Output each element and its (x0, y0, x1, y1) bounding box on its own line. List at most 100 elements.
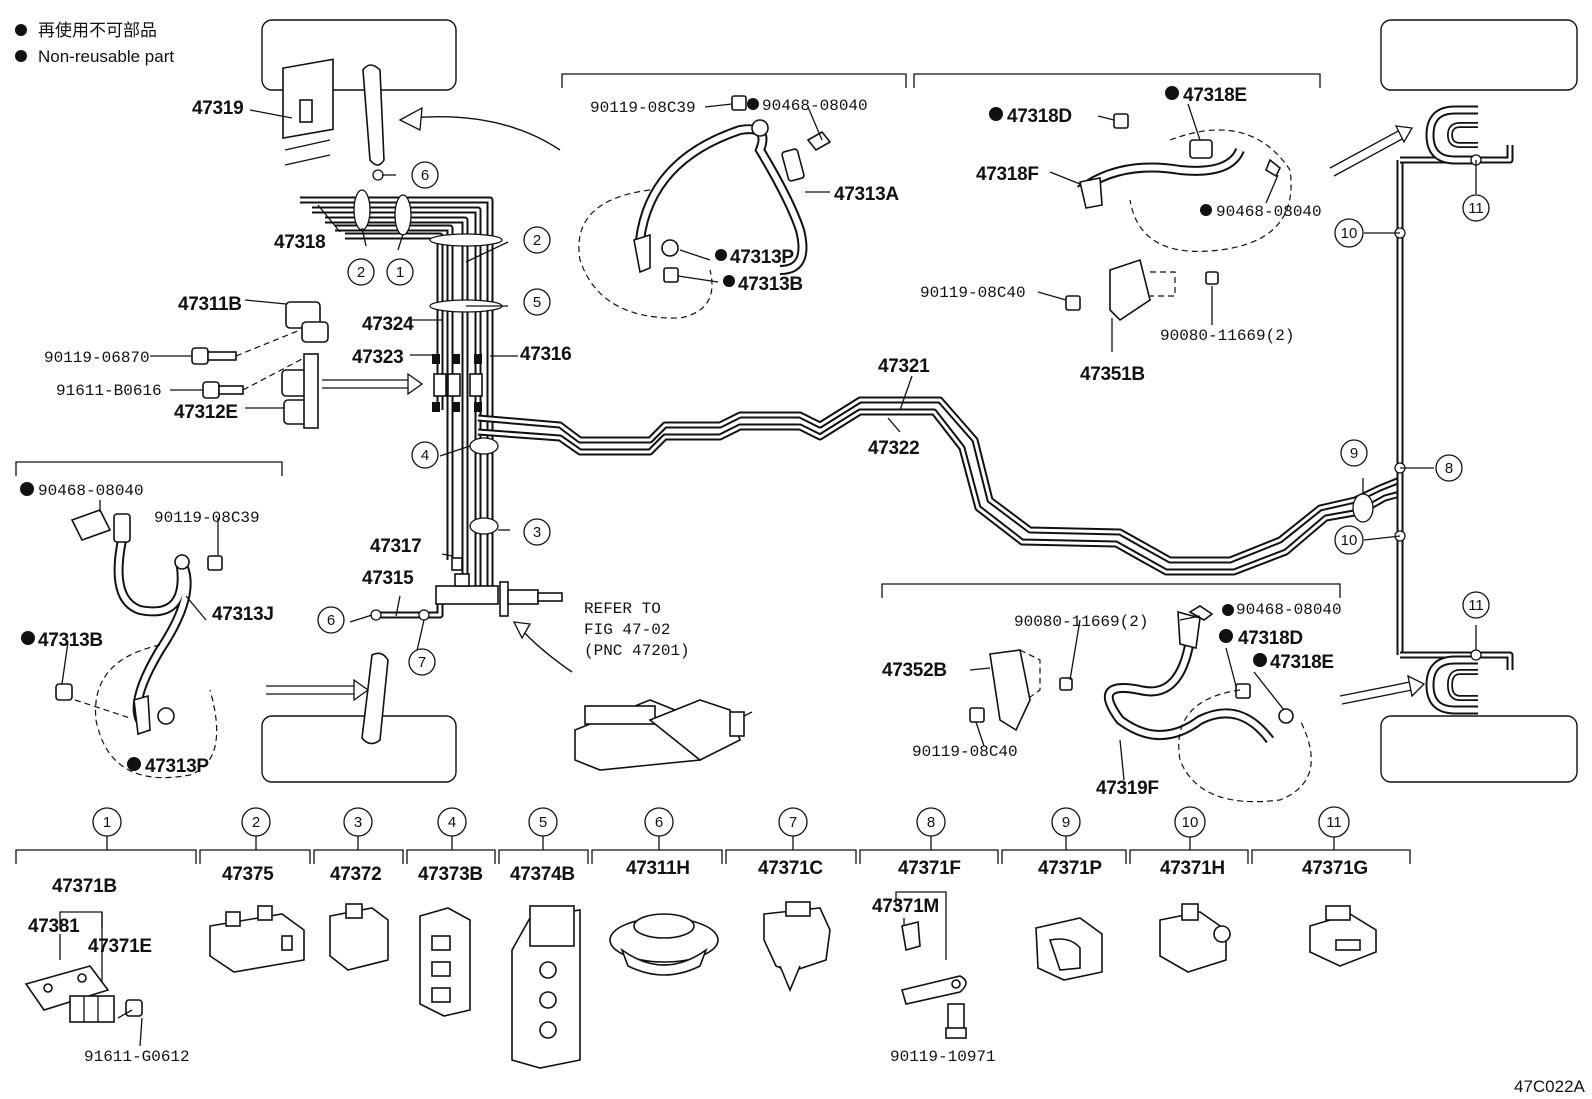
table-part-2: 47375 (222, 864, 274, 885)
label-47313P: 47313P (730, 247, 794, 268)
master-cylinder-connector (435, 557, 563, 617)
junction-blocks (432, 354, 483, 412)
table-header-10: 10 (1182, 814, 1199, 831)
callout-7: 7 (418, 654, 426, 671)
table-part-91611-G0612: 91611-G0612 (84, 1048, 190, 1066)
leader-dash (235, 329, 301, 357)
callout-10: 10 (1341, 532, 1358, 549)
callout-1: 1 (396, 264, 404, 281)
table-part-11: 47371G (1302, 858, 1368, 879)
label-90468-08040: 90468-08040 (38, 482, 144, 500)
clip-illustrations (24, 901, 1377, 1069)
legend: 再使用不可部品 Non-reusable part (15, 20, 174, 66)
placeholder-box-top-left (261, 19, 457, 91)
label-90468-08040: 90468-08040 (1216, 203, 1322, 221)
label-47311B: 47311B (178, 294, 242, 315)
hose-47313J (55, 509, 223, 736)
label-90119-08C39: 90119-08C39 (590, 99, 696, 117)
table-header-8: 8 (927, 814, 935, 831)
label-90119-08C40: 90119-08C40 (912, 743, 1018, 761)
label-47318D: 47318D (1238, 628, 1303, 649)
label-47323: 47323 (352, 347, 403, 368)
hose-bottom-left (361, 652, 389, 745)
callout-11: 11 (1468, 200, 1484, 217)
callout-6: 6 (421, 167, 429, 184)
label-47313B: 47313B (38, 630, 103, 651)
label-90468-08040: 90468-08040 (1236, 601, 1342, 619)
hose-47318F (1077, 113, 1282, 209)
part-47319 (282, 58, 334, 166)
callouts: 6 2 1 2 5 4 3 6 7 10 11 9 8 10 11 (317, 161, 1490, 676)
pipe-junction-dots (370, 154, 1482, 661)
non-reusable-dot-icon (15, 24, 27, 36)
non-reusable-dots (20, 86, 1267, 771)
hose-47319F (1103, 605, 1294, 744)
legend-jp: 再使用不可部品 (38, 20, 157, 40)
bracket-47351B (1065, 258, 1219, 322)
label-47316: 47316 (520, 344, 571, 365)
label-47313P: 47313P (145, 756, 209, 777)
label-47313A: 47313A (834, 184, 899, 205)
rear-brake-bottom (1425, 655, 1478, 715)
label-90119-08C40: 90119-08C40 (920, 284, 1026, 302)
bolt-90119-06870 (191, 347, 237, 365)
placeholder-box-top-right (1380, 19, 1578, 91)
table-part-90119-10971: 90119-10971 (890, 1048, 996, 1066)
bracket-top-center (561, 73, 907, 88)
legend-en: Non-reusable part (38, 47, 174, 66)
table-header-7: 7 (789, 814, 797, 831)
label-47318E: 47318E (1270, 652, 1334, 673)
callout-2: 2 (357, 264, 365, 281)
callout-11: 11 (1468, 597, 1484, 614)
label-47319: 47319 (192, 98, 243, 119)
hose-top-left (362, 64, 385, 166)
table-part-5: 47374B (510, 864, 575, 885)
label-47313B: 47313B (738, 274, 803, 295)
table-part-4: 47373B (418, 864, 483, 885)
refer-note-line-2: FIG 47-02 (584, 621, 670, 639)
callout-2: 2 (533, 232, 541, 249)
label-90119-08C39: 90119-08C39 (154, 509, 260, 527)
label-47321: 47321 (878, 356, 930, 377)
bracket-left (15, 461, 283, 476)
label-47318F: 47318F (976, 164, 1039, 185)
clip-table: 1 2 3 4 5 6 7 8 9 10 11 47371B 47375 473… (15, 806, 1411, 1066)
bracket-bottom-right (881, 583, 1341, 598)
label-90080-11669: 90080-11669(2) (1014, 613, 1148, 631)
part-labels: 47319 47318 47311B 90119-06870 91611-B06… (38, 85, 1342, 799)
hose-47313A (633, 95, 832, 283)
table-part-1: 47371B (52, 876, 117, 897)
table-part-47371E: 47371E (88, 936, 152, 957)
label-47317: 47317 (370, 536, 421, 557)
group-outline (1178, 689, 1312, 803)
bolt-91611-B0616 (202, 381, 244, 399)
label-47351B: 47351B (1080, 364, 1145, 385)
table-header-6: 6 (655, 814, 663, 831)
pipe-clamps (353, 189, 1374, 535)
leader-lines (61, 103, 1477, 781)
callout-9: 9 (1350, 445, 1358, 462)
rear-brake-top (1425, 105, 1478, 165)
figure-code: 47C022A (1514, 1077, 1586, 1096)
bracket-top-right (913, 73, 1321, 88)
callout-8: 8 (1445, 460, 1453, 477)
placeholder-box-bottom-left (261, 715, 457, 783)
table-part-9: 47371P (1038, 858, 1102, 879)
leader-dash (242, 357, 305, 391)
callout-6: 6 (327, 612, 335, 629)
table-header-3: 3 (354, 814, 362, 831)
table-header-4: 4 (448, 814, 456, 831)
table-header-2: 2 (252, 814, 260, 831)
callout-4: 4 (421, 447, 429, 464)
label-47324: 47324 (362, 314, 414, 335)
table-header-9: 9 (1062, 814, 1070, 831)
label-90468-08040: 90468-08040 (762, 97, 868, 115)
master-cylinder-illustration (574, 699, 753, 771)
callout-3: 3 (533, 524, 541, 541)
table-part-3: 47372 (330, 864, 381, 885)
table-header-11: 11 (1326, 814, 1342, 831)
table-part-10: 47371H (1160, 858, 1225, 879)
direction-arrows (266, 106, 1426, 705)
placeholder-box-bottom-right (1380, 715, 1578, 783)
